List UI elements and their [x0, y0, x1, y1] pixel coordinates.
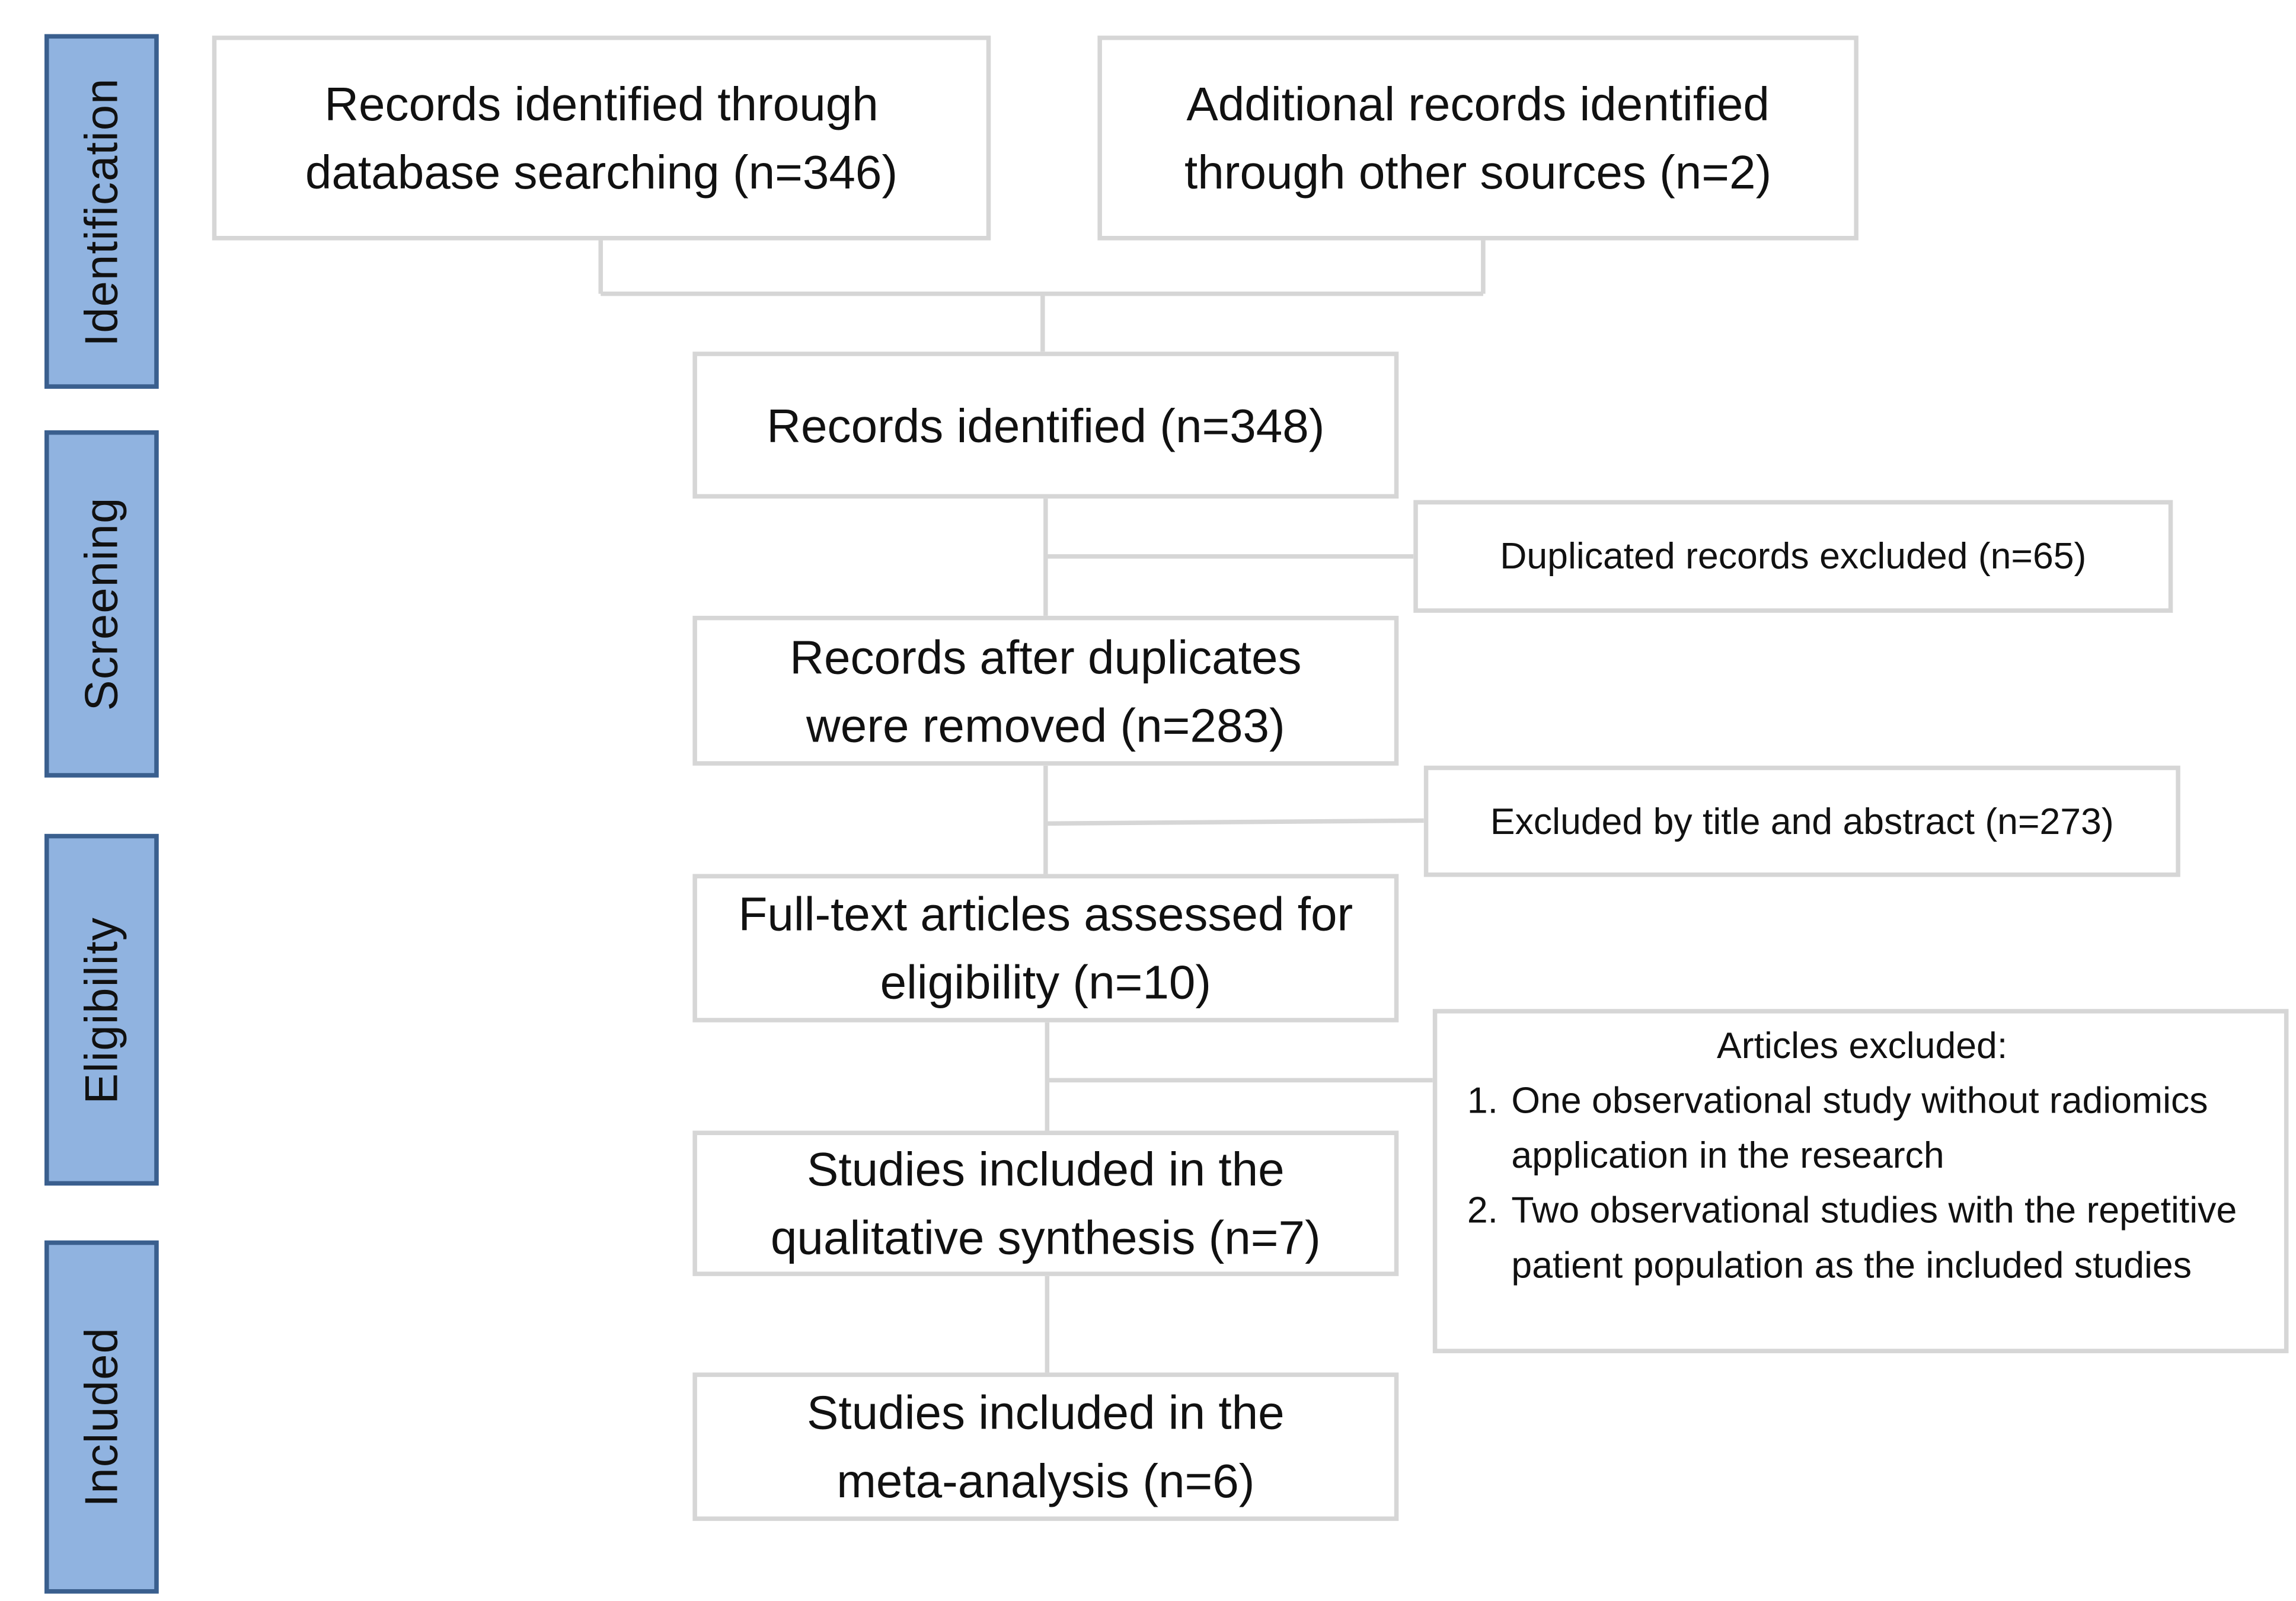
- box-text: Records after duplicates were removed (n…: [790, 629, 1302, 752]
- phase-label: Screening: [75, 497, 127, 711]
- articles-excluded-list: One observational study without radiomic…: [1458, 1074, 2266, 1293]
- box-meta-analysis: Studies included in the meta-analysis (n…: [692, 1372, 1399, 1521]
- phase-included: Included: [44, 1240, 159, 1594]
- phase-identification: Identification: [44, 34, 159, 389]
- box-qualitative-synthesis: Studies included in the qualitative synt…: [692, 1130, 1399, 1276]
- box-articles-excluded: Articles excluded: One observational stu…: [1432, 1009, 2289, 1354]
- box-text: Full-text articles assessed for eligibil…: [738, 887, 1353, 1009]
- box-records-identified: Records identified (n=348): [692, 351, 1399, 499]
- box-text: Additional records identified through ot…: [1184, 77, 1772, 199]
- box-text: Studies included in the qualitative synt…: [770, 1142, 1321, 1264]
- phase-screening: Screening: [44, 430, 159, 778]
- phase-label: Identification: [75, 77, 127, 346]
- box-text: Excluded by title and abstract (n=273): [1490, 800, 2114, 842]
- list-item: One observational study without radiomic…: [1508, 1074, 2266, 1184]
- box-text: Studies included in the meta-analysis (n…: [807, 1386, 1285, 1508]
- box-title-abstract-excluded: Excluded by title and abstract (n=273): [1423, 765, 2180, 877]
- list-item: Two observational studies with the repet…: [1508, 1184, 2266, 1294]
- box-duplicates-excluded: Duplicated records excluded (n=65): [1413, 500, 2173, 613]
- connector-branch-title: [1045, 818, 1424, 826]
- box-database-search: Records identified through database sear…: [212, 36, 991, 241]
- box-after-duplicates: Records after duplicates were removed (n…: [692, 615, 1399, 766]
- box-other-sources: Additional records identified through ot…: [1097, 36, 1858, 241]
- phase-label: Eligibility: [75, 916, 127, 1104]
- phase-eligibility: Eligibility: [44, 833, 159, 1186]
- box-text: Records identified (n=348): [767, 398, 1325, 452]
- phase-label: Included: [75, 1327, 127, 1507]
- articles-excluded-header: Articles excluded:: [1717, 1025, 2008, 1067]
- box-text: Records identified through database sear…: [305, 77, 898, 199]
- box-full-text: Full-text articles assessed for eligibil…: [692, 874, 1399, 1022]
- box-text: Duplicated records excluded (n=65): [1500, 535, 2087, 577]
